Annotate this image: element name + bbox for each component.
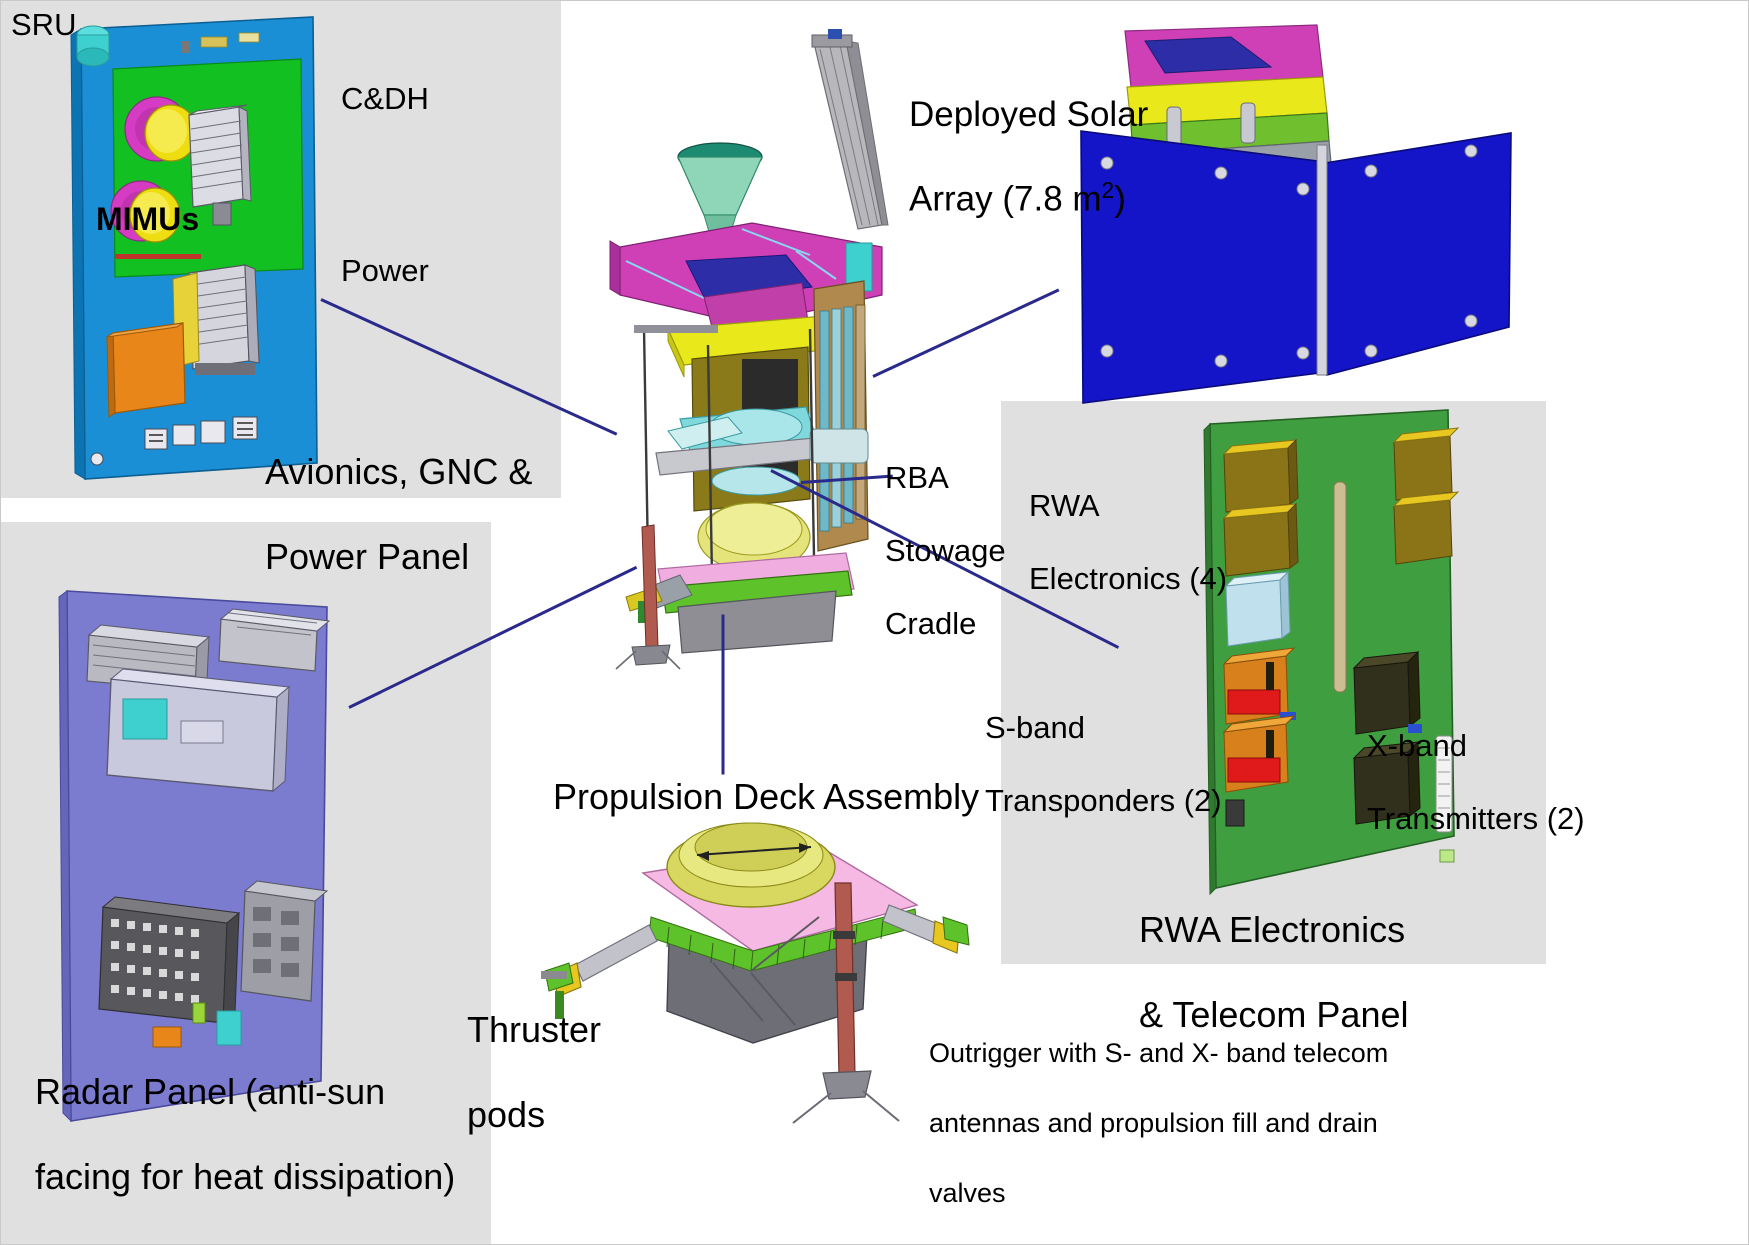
label-outrigger-note: Outrigger with S- and X- band telecom an… — [929, 1001, 1389, 1244]
x-band-line2: Transmitters (2) — [1367, 800, 1585, 836]
propulsion-deck-art — [501, 821, 971, 1141]
rba-line3: Cradle — [885, 605, 977, 641]
solar-array-area-post: ) — [1114, 179, 1126, 219]
spacecraft-stack-art — [596, 29, 916, 670]
caption-radar-panel: Radar Panel (anti-sun facing for heat di… — [35, 1029, 455, 1241]
solar-array-line1: Deployed Solar — [909, 95, 1149, 135]
outrigger-line3: valves — [929, 1178, 1006, 1209]
label-cdh: C&DH — [341, 81, 429, 116]
label-x-band-transmitters: X-band Transmitters (2) — [1367, 691, 1585, 874]
caption-propulsion-deck-assembly: Propulsion Deck Assembly — [553, 776, 980, 817]
caption-avionics-line2: Power Panel — [265, 536, 470, 578]
solar-array-area-pre: Array (7.8 m — [909, 179, 1102, 219]
caption-rwa-telecom-panel: RWA Electronics & Telecom Panel — [1139, 867, 1409, 1079]
solar-array-line2: Array (7.8 m2) — [909, 177, 1148, 220]
radar-caption-line1: Radar Panel (anti-sun — [35, 1071, 386, 1113]
radar-caption-line2: facing for heat dissipation) — [35, 1156, 456, 1198]
label-rwa-electronics: RWA Electronics (4) — [1029, 451, 1227, 634]
label-deployed-solar-array: Deployed Solar Array (7.8 m2) — [909, 53, 1148, 261]
rba-line2: Stowage — [885, 532, 1006, 568]
rba-line1: RBA — [885, 459, 949, 495]
rwa-caption-line2: & Telecom Panel — [1139, 994, 1409, 1036]
label-sru: SRU — [11, 7, 77, 42]
rwa-electronics-line1: RWA — [1029, 487, 1100, 523]
label-rba-stowage-cradle: RBA Stowage Cradle — [885, 423, 1006, 679]
thruster-line2: pods — [467, 1094, 546, 1136]
rwa-electronics-line2: Electronics (4) — [1029, 560, 1228, 596]
s-band-line2: Transponders (2) — [985, 782, 1222, 818]
telecom-panel-art — [1196, 406, 1506, 911]
caption-avionics-panel: Avionics, GNC & Power Panel — [265, 409, 532, 621]
label-power: Power — [341, 253, 429, 288]
outrigger-line1: Outrigger with S- and X- band telecom — [929, 1038, 1389, 1069]
leader-line-propulsion-deck — [721, 614, 725, 775]
solar-array-area-exponent: 2 — [1101, 176, 1115, 203]
label-s-band-transponders: S-band Transponders (2) — [985, 673, 1222, 856]
x-band-line1: X-band — [1367, 727, 1467, 763]
outrigger-line2: antennas and propulsion fill and drain — [929, 1108, 1378, 1139]
label-mimus: MIMUs — [96, 201, 200, 237]
rwa-caption-line1: RWA Electronics — [1139, 909, 1406, 951]
avionics-panel-art — [61, 11, 341, 481]
s-band-line1: S-band — [985, 709, 1085, 745]
deployed-solar-array-art — [1071, 21, 1531, 411]
label-thruster-pods: Thruster pods — [467, 967, 601, 1179]
caption-avionics-line1: Avionics, GNC & — [265, 451, 533, 493]
thruster-line1: Thruster — [467, 1009, 602, 1051]
radar-panel-art — [49, 561, 349, 1123]
